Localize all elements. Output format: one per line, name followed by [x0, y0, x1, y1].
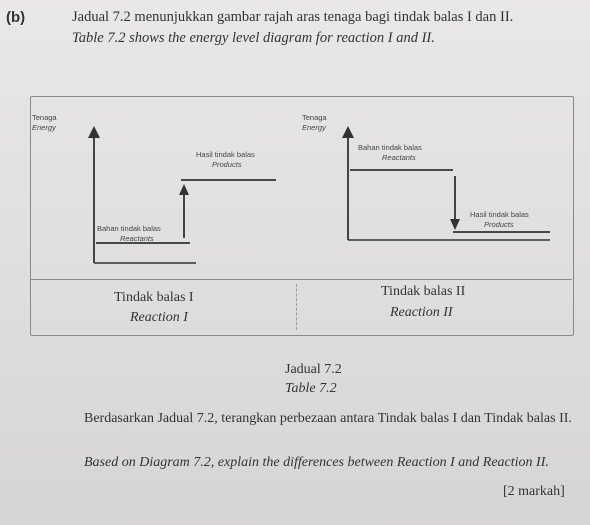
reaction-1-label-english: Reaction I — [130, 310, 188, 325]
marks-allocation: [2 markah] — [503, 484, 565, 499]
diagram-2-enthalpy-arrowhead — [450, 219, 460, 230]
energy-diagram-svg — [88, 126, 550, 264]
question-intro-english: Table 7.2 shows the energy level diagram… — [72, 30, 435, 46]
diagram-2-axis-label-malay: Tenaga — [302, 113, 327, 122]
diagram-1-reactants-label-malay: Bahan tindak balas — [97, 224, 161, 233]
table-caption-english: Table 7.2 — [285, 381, 337, 396]
diagram-1 — [88, 126, 276, 264]
diagram-1-products-label-malay: Hasil tindak balas — [196, 150, 255, 159]
diagram-2-products-label-malay: Hasil tindak balas — [470, 210, 529, 219]
diagram-2-reactants-label-malay: Bahan tindak balas — [358, 143, 422, 152]
question-number: (b) — [6, 9, 26, 26]
diagram-1-axis-arrowhead — [88, 126, 100, 138]
diagram-1-axis-label-english: Energy — [32, 123, 56, 132]
task-english: Based on Diagram 7.2, explain the differ… — [84, 455, 549, 470]
diagram-2-axis-label-english: Energy — [302, 123, 326, 132]
diagram-1-products-label-english: Products — [212, 160, 242, 169]
table-caption-malay: Jadual 7.2 — [285, 362, 342, 377]
table-row-divider — [30, 279, 572, 280]
question-intro-malay: Jadual 7.2 menunjukkan gambar rajah aras… — [72, 9, 514, 25]
table-column-divider — [296, 284, 297, 330]
diagram-1-reactants-label-english: Reactants — [120, 234, 154, 243]
reaction-2-label-english: Reaction II — [390, 305, 453, 320]
diagram-1-axis-label-malay: Tenaga — [32, 113, 57, 122]
diagram-2-reactants-label-english: Reactants — [382, 153, 416, 162]
energy-diagram-table — [30, 96, 574, 336]
reaction-2-label-malay: Tindak balas II — [381, 284, 466, 299]
diagram-2-products-label-english: Products — [484, 220, 514, 229]
task-malay: Berdasarkan Jadual 7.2, terangkan perbez… — [84, 411, 572, 426]
reaction-1-label-malay: Tindak balas I — [114, 290, 194, 305]
diagram-2 — [342, 126, 550, 241]
diagram-2-axis-arrowhead — [342, 126, 354, 138]
diagram-1-enthalpy-arrowhead — [179, 184, 189, 195]
